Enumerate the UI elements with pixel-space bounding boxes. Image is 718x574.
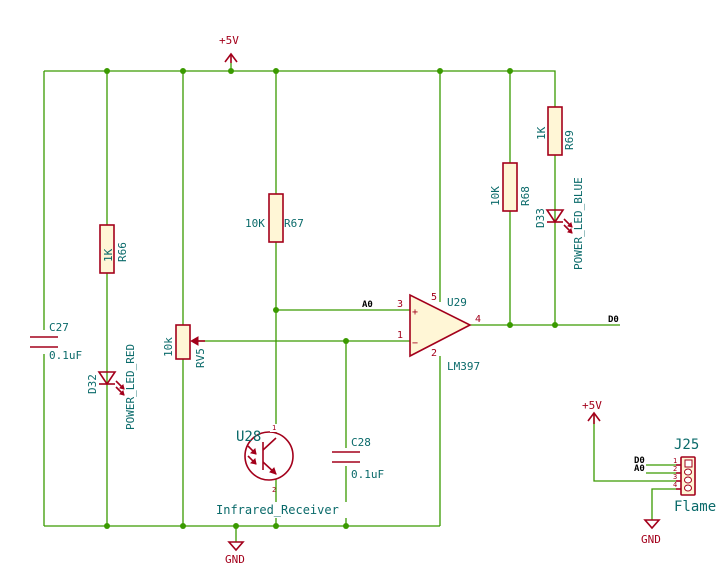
- c28-ref: C28: [351, 436, 371, 449]
- u28-pin2: 2: [272, 486, 276, 494]
- resistor-r69: 1K R69: [535, 106, 576, 156]
- conn-vcc-wire: [593, 413, 676, 482]
- junction-dot: [273, 523, 279, 529]
- r67-ref: R67: [284, 217, 304, 230]
- u28-value: Infrared_Receiver: [216, 503, 339, 517]
- infrared-receiver-u28: U28 1 2 Infrared_Receiver: [214, 424, 354, 518]
- junction-dot: [233, 523, 239, 529]
- r68-value: 10K: [489, 186, 502, 206]
- junction-dot: [437, 68, 443, 74]
- junction-dot: [180, 68, 186, 74]
- d33-value: POWER_LED_BLUE: [572, 177, 585, 270]
- j25-value: Flame: [674, 499, 716, 515]
- j25-ref: J25: [674, 437, 699, 453]
- r68-ref: R68: [519, 186, 532, 206]
- d32-value: POWER_LED_RED: [124, 344, 137, 430]
- comparator-u29: + − 3 1 5 2 4 U29 LM397: [397, 292, 481, 373]
- junction-dot: [104, 523, 110, 529]
- u29-pin4: 4: [475, 314, 481, 325]
- gnd-conn-label: GND: [641, 533, 661, 546]
- net-label-d0: D0: [608, 315, 619, 325]
- r67-value: 10K: [245, 217, 265, 230]
- c27-value: 0.1uF: [49, 349, 82, 362]
- junction-dot: [507, 68, 513, 74]
- rv5-ref: RV5: [194, 348, 207, 368]
- junctions: [104, 68, 558, 529]
- led-d32: D32 POWER_LED_RED: [86, 344, 137, 430]
- c27-ref: C27: [49, 321, 69, 334]
- top-rail: [44, 70, 556, 105]
- u29-pin2: 2: [431, 348, 437, 359]
- junction-dot: [552, 322, 558, 328]
- c28-value: 0.1uF: [351, 468, 384, 481]
- r69-value: 1K: [535, 126, 548, 140]
- j25-pin2: 2: [673, 465, 677, 473]
- d32-ref: D32: [86, 374, 99, 394]
- resistor-r66: 1K R66: [99, 224, 129, 274]
- u29-ref: U29: [447, 296, 467, 309]
- junction-dot: [507, 322, 513, 328]
- u28-ref: U28: [236, 429, 261, 445]
- r69-ref: R69: [563, 130, 576, 150]
- junction-dot: [273, 307, 279, 313]
- vcc-top-label: +5V: [219, 34, 239, 47]
- junction-dot: [343, 523, 349, 529]
- capacitor-c27: C27 0.1uF: [30, 321, 82, 362]
- junction-dot: [104, 68, 110, 74]
- gnd-conn-symbol: GND: [641, 519, 661, 546]
- j25-pin3: 3: [673, 473, 677, 481]
- resistor-r68: 10K R68: [489, 162, 532, 212]
- gnd-bottom-label: GND: [225, 553, 245, 566]
- u29-pin5: 5: [431, 292, 437, 303]
- potentiometer-rv5: 10k RV5: [162, 324, 207, 368]
- junction-dot: [273, 68, 279, 74]
- led-d33: D33 POWER_LED_BLUE: [534, 177, 585, 270]
- r66-ref: R66: [116, 242, 129, 262]
- u29-minus: −: [412, 338, 418, 349]
- junction-dot: [228, 68, 234, 74]
- j25-net-a0: A0: [634, 464, 645, 474]
- gnd-bottom-symbol: GND: [225, 541, 245, 566]
- j25-pin1: 1: [673, 457, 677, 465]
- j25-pin4: 4: [673, 481, 677, 489]
- resistor-r67: 10K R67: [245, 193, 304, 243]
- net-label-a0: A0: [362, 300, 373, 310]
- u29-pin1: 1: [397, 330, 403, 341]
- d33-ref: D33: [534, 208, 547, 228]
- u28-pin1: 1: [272, 424, 276, 432]
- vcc-top-symbol: +5V: [219, 34, 239, 63]
- junction-dot: [180, 523, 186, 529]
- vcc-conn-symbol: +5V: [582, 399, 602, 424]
- u29-pin3: 3: [397, 299, 403, 310]
- u29-plus: +: [412, 307, 418, 318]
- junction-dot: [343, 338, 349, 344]
- j25-net-d0: D0: [634, 456, 645, 466]
- rv5-value: 10k: [162, 337, 175, 357]
- u29-value: LM397: [447, 360, 480, 373]
- capacitor-c28: C28 0.1uF: [332, 436, 384, 481]
- connector-j25: J25 1 2 3 4 D0 A0 Flame: [634, 437, 716, 515]
- r66-value: 1K: [102, 248, 115, 262]
- conn-gnd-wire: [651, 488, 676, 520]
- vcc-conn-label: +5V: [582, 399, 602, 412]
